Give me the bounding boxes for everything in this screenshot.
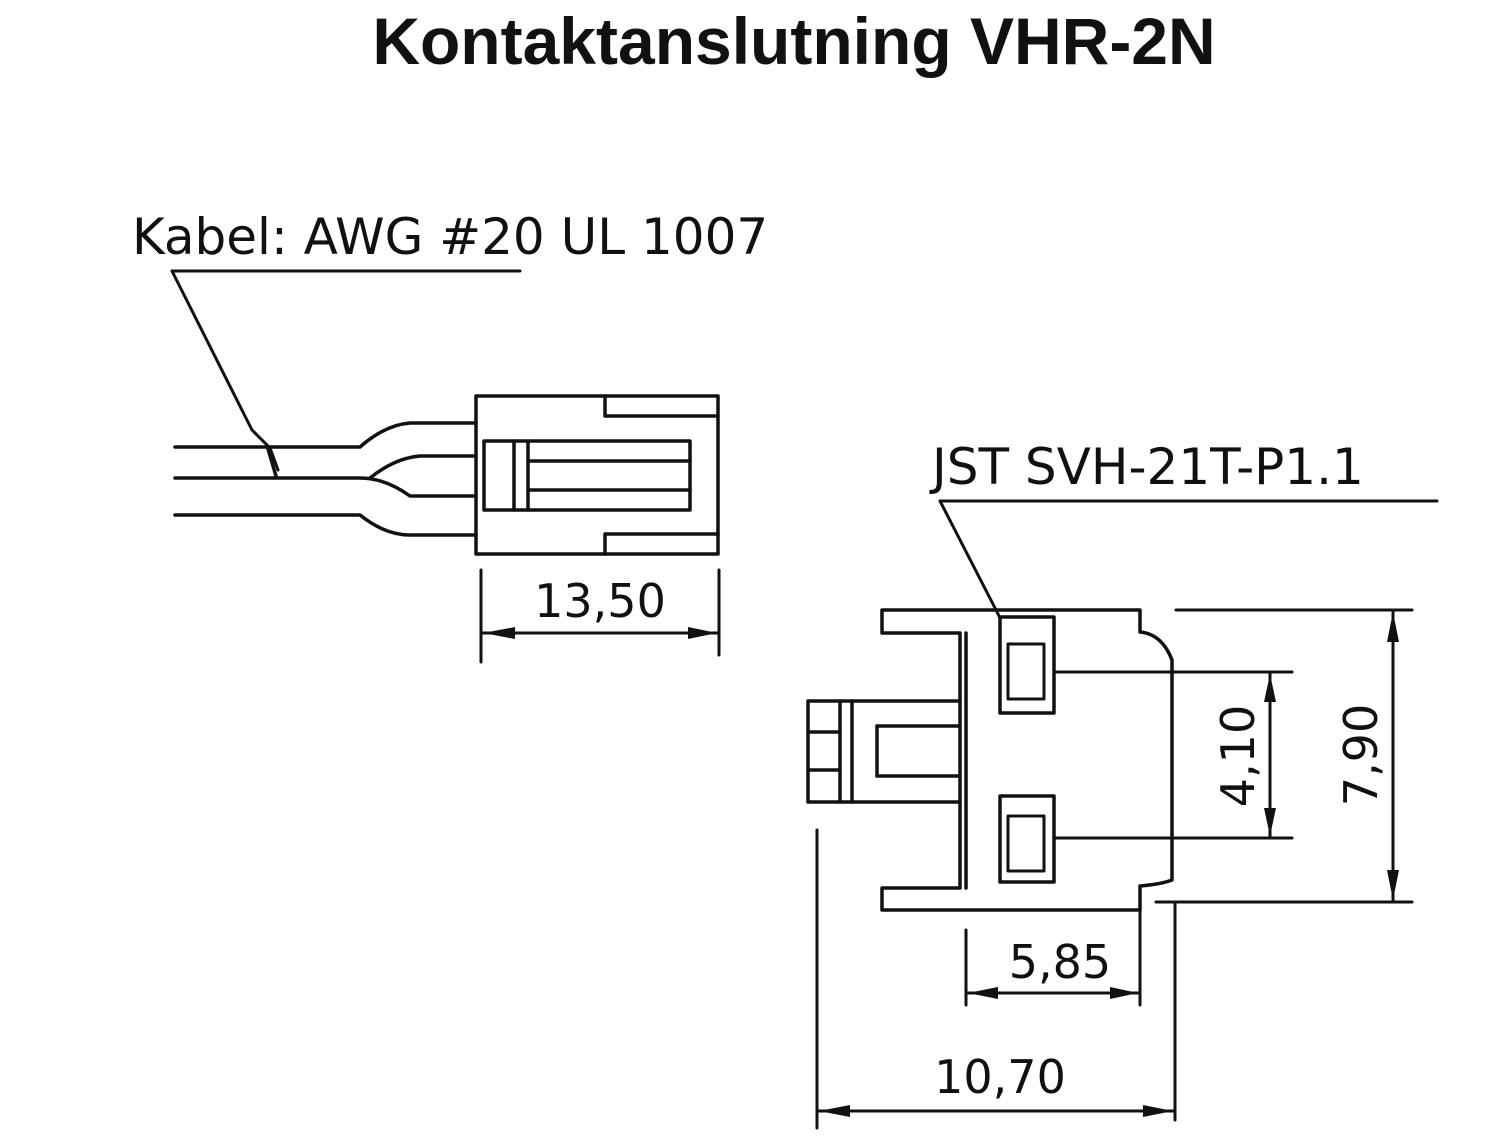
contact-label: JST SVH-21T-P1.1 <box>929 438 1364 496</box>
connector-housing-side <box>474 394 720 556</box>
dimension-body-depth-value: 5,85 <box>1009 935 1111 989</box>
drawing-title: Kontaktanslutning VHR-2N <box>372 4 1215 78</box>
connector-housing-front <box>806 608 1174 912</box>
cable-label: Kabel: AWG #20 UL 1007 <box>132 208 768 266</box>
contact-leader-line <box>938 499 1002 620</box>
dimension-contact-pitch: 4,10 <box>1052 670 1294 840</box>
dimension-total-depth: 10,70 <box>815 828 1177 1130</box>
dimension-housing-length: 13,50 <box>479 568 721 664</box>
cable-wires <box>173 421 478 537</box>
dimension-total-depth-value: 10,70 <box>934 1050 1066 1104</box>
dimension-body-depth: 5,85 <box>964 908 1142 1007</box>
cable-leader-line <box>170 269 280 472</box>
contact-terminals <box>998 615 1056 884</box>
side-view: Kabel: AWG #20 UL 1007 <box>132 208 768 664</box>
dimension-contact-pitch-value: 4,10 <box>1211 705 1265 807</box>
front-view: JST SVH-21T-P1.1 <box>806 438 1439 1130</box>
terminal-upper <box>998 615 1056 715</box>
dimension-housing-height: 7,90 <box>1154 608 1414 904</box>
dimension-housing-length-value: 13,50 <box>534 574 666 628</box>
dimension-housing-height-value: 7,90 <box>1334 704 1388 806</box>
